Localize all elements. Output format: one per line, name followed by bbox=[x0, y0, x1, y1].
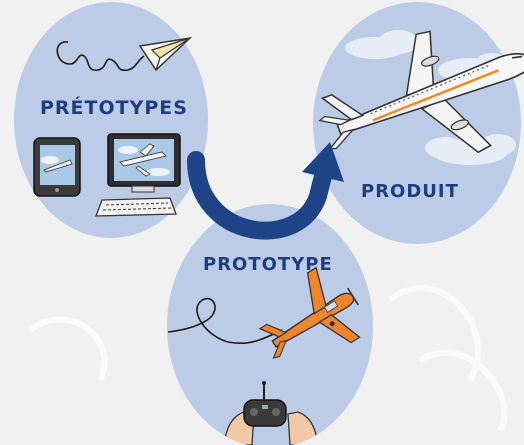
small-plane-icon bbox=[258, 266, 361, 359]
squiggle-line-icon bbox=[56, 41, 145, 72]
background-swirls bbox=[28, 285, 508, 432]
prototype-label: PROTOTYPE bbox=[203, 254, 333, 275]
airliner-icon bbox=[318, 30, 524, 154]
pretotypes-label: PRÉTOTYPES bbox=[40, 97, 188, 119]
paper-plane-icon bbox=[138, 36, 193, 72]
squiggle-line-icon bbox=[167, 297, 283, 345]
monitor-icon bbox=[107, 133, 181, 193]
tablet-icon bbox=[33, 137, 81, 197]
prototype-circle bbox=[167, 204, 373, 445]
curved-arrow-icon bbox=[187, 142, 344, 240]
remote-control-icon bbox=[243, 381, 287, 427]
keyboard-icon bbox=[95, 197, 177, 217]
produit-label: PRODUIT bbox=[361, 181, 459, 202]
